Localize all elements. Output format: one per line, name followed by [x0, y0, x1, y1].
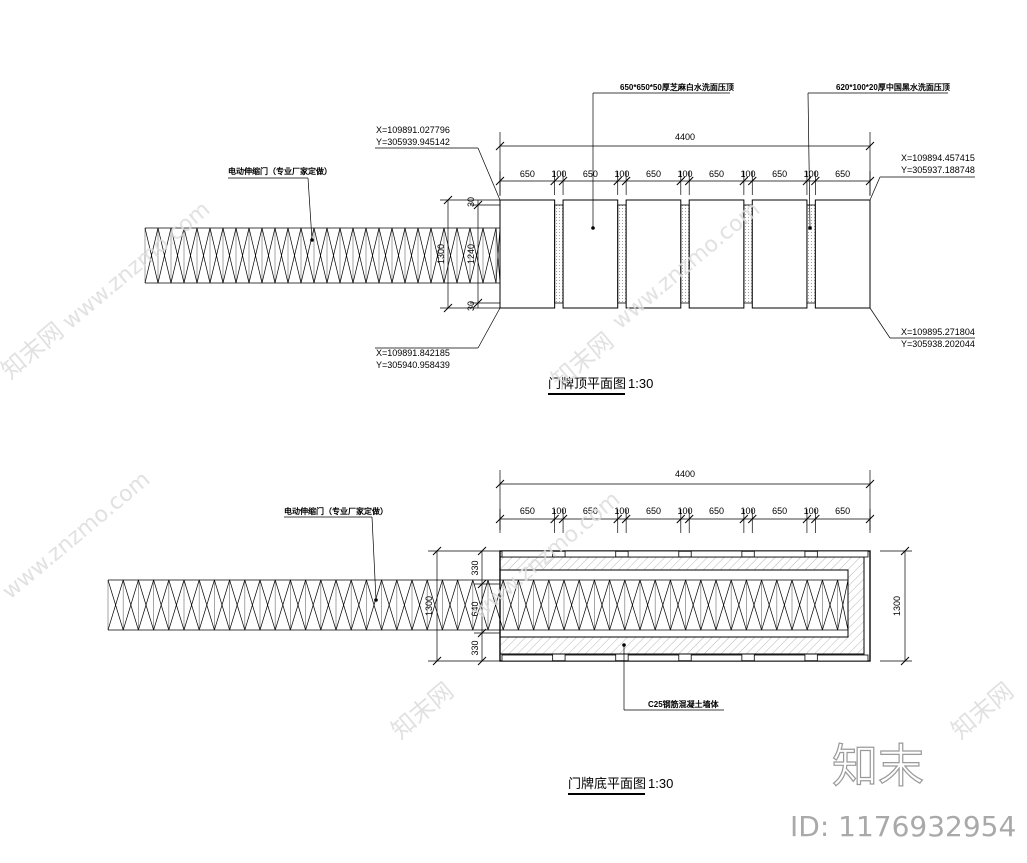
slab-3	[688, 199, 745, 309]
watermark-brand-4: 知末网	[946, 677, 1019, 745]
bottom-seg-dim-9: 100	[804, 506, 819, 516]
bottom-seg-dim-4: 650	[646, 506, 661, 516]
base-slab-bottom-3	[690, 654, 743, 662]
top-seg-dim-8: 650	[772, 169, 787, 179]
bottom-seg-dim-1: 100	[551, 506, 566, 516]
top-slabs	[499, 199, 871, 309]
top-seg-dim-0: 650	[520, 169, 535, 179]
top-gate-zigzag	[144, 227, 501, 284]
base-slab-bottom-5	[816, 654, 869, 662]
top-dim-1300: 1300	[436, 244, 446, 264]
coord-bottom-right-y: Y=305938.202044	[901, 339, 975, 349]
watermark-site-1: www.znzmo.com	[58, 197, 215, 335]
logo-text: 知末	[832, 739, 924, 793]
watermark-brand-1: 知末网	[0, 317, 69, 385]
top-plan-title: 门牌顶平面图	[548, 376, 626, 391]
base-slab-top-0	[501, 550, 554, 558]
watermark-brand-3: 知末网	[386, 677, 459, 745]
watermark-site-3: www.znzmo.com	[0, 467, 155, 605]
top-seg-dim-3: 100	[614, 169, 629, 179]
top-segment-dimensions: 650 100 650 100 650 100 650 100 650 100 650	[495, 169, 875, 195]
bottom-dim-1300-right: 1300	[892, 596, 902, 616]
base-slab-top-2	[627, 550, 680, 558]
slab-5	[814, 199, 871, 309]
top-seg-dim-7: 100	[741, 169, 756, 179]
coord-bottom-left-y: Y=305940.958439	[376, 360, 450, 370]
note-strip: 620*100*20厚中国黑水洗面压顶	[836, 82, 950, 92]
bottom-left-dimensions: 1300 330 640 330	[424, 546, 500, 666]
top-dim-30b: 30	[466, 301, 476, 311]
coord-bottom-right-x: X=109895.271804	[901, 327, 975, 337]
coord-top-left-x: X=109891.027796	[376, 125, 450, 135]
top-dim-30a: 30	[466, 197, 476, 207]
bottom-plan: 4400 650 100 650 100 650 100 650 100 650 100 650 1…	[107, 469, 912, 795]
top-seg-dim-1: 100	[551, 169, 566, 179]
top-coordinate-leaders	[375, 147, 975, 349]
bottom-dim-330a: 330	[470, 560, 480, 575]
bottom-seg-dim-10: 650	[835, 506, 850, 516]
top-overall-dimension: 4400	[495, 132, 875, 196]
base-slab-top-5	[816, 550, 869, 558]
top-seg-dim-2: 650	[583, 169, 598, 179]
bottom-dim-640: 640	[470, 601, 480, 616]
base-slab-bottom-0	[501, 654, 554, 662]
strip-1	[617, 204, 627, 304]
top-overall-width: 4400	[675, 132, 695, 142]
bottom-segment-dimensions: 650 100 650 100 650 100 650 100 650 100 650	[495, 506, 875, 533]
top-left-dimensions: 30 1300 1240 30	[436, 195, 500, 313]
coord-top-right-x: X=109894.457415	[901, 153, 975, 163]
id-text: ID: 1176932954	[790, 810, 1016, 843]
slab-1	[562, 199, 619, 309]
base-slab-top-3	[690, 550, 743, 558]
note-gate-bottom: 电动伸缩门（专业厂家定做）	[284, 506, 388, 516]
bottom-right-dimension: 1300	[880, 546, 912, 666]
slab-2	[625, 199, 682, 309]
top-seg-dim-9: 100	[804, 169, 819, 179]
watermark-logo-block: 知末 ID: 1176932954	[790, 738, 1016, 843]
base-slab-top-4	[753, 550, 806, 558]
coord-bottom-left-x: X=109891.842185	[376, 348, 450, 358]
bottom-plan-title: 门牌底平面图	[568, 776, 646, 791]
top-seg-dim-5: 100	[677, 169, 692, 179]
bottom-gate-zigzag	[107, 579, 849, 631]
note-wall: C25钢筋混凝土墙体	[648, 699, 720, 709]
bottom-dim-1300-left: 1300	[424, 596, 434, 616]
bottom-seg-dim-2: 650	[583, 506, 598, 516]
bottom-seg-dim-8: 650	[772, 506, 787, 516]
note-slab: 650*650*50厚芝麻白水洗面压顶	[620, 82, 734, 92]
top-note-leaders	[228, 92, 948, 242]
top-plan: 4400 650 100 650 100 650 100 650 100 650 100 650 3…	[144, 82, 975, 395]
bottom-title-block: 门牌底平面图 1:30	[568, 776, 673, 795]
note-gate-top: 电动伸缩门（专业厂家定做）	[228, 166, 332, 176]
top-seg-dim-10: 650	[835, 169, 850, 179]
bottom-seg-dim-7: 100	[741, 506, 756, 516]
top-dim-1240: 1240	[466, 244, 476, 264]
bottom-slab-outlines	[501, 550, 869, 662]
bottom-seg-dim-0: 650	[520, 506, 535, 516]
base-slab-top-1	[564, 550, 617, 558]
bottom-wall	[499, 550, 871, 662]
top-title-block: 门牌顶平面图 1:30	[548, 376, 653, 395]
strip-4	[806, 204, 816, 304]
base-slab-bottom-1	[564, 654, 617, 662]
top-seg-dim-6: 650	[709, 169, 724, 179]
coord-top-left-y: Y=305939.945142	[376, 137, 450, 147]
base-slab-bottom-4	[753, 654, 806, 662]
bottom-dim-330b: 330	[470, 640, 480, 655]
top-plan-scale: 1:30	[628, 376, 653, 391]
coord-top-right-y: Y=305937.188748	[901, 165, 975, 175]
bottom-seg-dim-6: 650	[709, 506, 724, 516]
bottom-plan-scale: 1:30	[648, 776, 673, 791]
bottom-overall-width: 4400	[675, 469, 695, 479]
base-slab-bottom-2	[627, 654, 680, 662]
top-seg-dim-4: 650	[646, 169, 661, 179]
bottom-note-leaders	[284, 516, 724, 711]
slab-0	[499, 199, 556, 309]
bottom-seg-dim-5: 100	[677, 506, 692, 516]
bottom-seg-dim-3: 100	[614, 506, 629, 516]
strip-0	[554, 204, 564, 304]
